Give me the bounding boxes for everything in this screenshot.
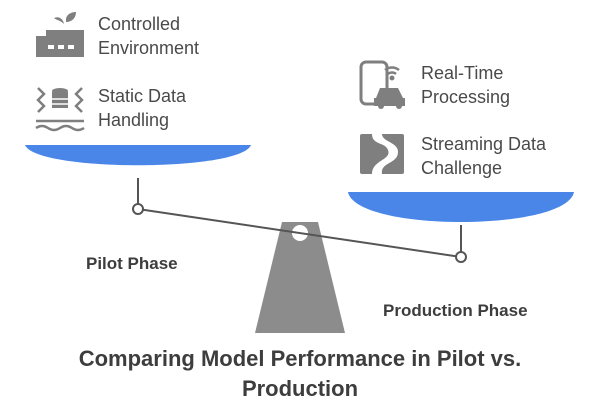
- title-line: Production: [241, 376, 359, 401]
- static-data-handling-label: Static Data Handling: [98, 84, 186, 132]
- streaming-data-challenge-label: Streaming Data Challenge: [421, 132, 546, 180]
- right-pan: [348, 192, 574, 222]
- label-line: Environment: [98, 38, 200, 58]
- left-pan: [25, 145, 251, 166]
- label-line: Processing: [421, 87, 511, 107]
- fulcrum-base: [255, 222, 345, 333]
- label-line: Challenge: [421, 158, 503, 178]
- title-line: Comparing Model Performance in Pilot vs.: [78, 346, 522, 371]
- label-line: Static Data: [98, 86, 187, 106]
- pilot-phase-label: Pilot Phase: [86, 254, 178, 273]
- scale-beam: [137, 208, 462, 258]
- factory-plant-icon: [36, 12, 84, 57]
- winding-stream-icon: [360, 134, 404, 174]
- database-icon: [35, 87, 85, 132]
- label-line: Streaming Data: [421, 134, 547, 154]
- production-phase-label: Production Phase: [383, 301, 528, 320]
- label-line: Handling: [98, 110, 170, 130]
- label-line: Controlled: [98, 14, 181, 34]
- right-joint: [455, 251, 467, 263]
- real-time-processing-label: Real-Time Processing: [421, 61, 510, 109]
- diagram-title: Comparing Model Performance in Pilot vs.…: [0, 344, 600, 404]
- phone-car-signal-icon: [359, 60, 405, 109]
- left-joint: [132, 203, 144, 215]
- controlled-environment-label: Controlled Environment: [98, 12, 199, 60]
- label-line: Real-Time: [421, 63, 504, 83]
